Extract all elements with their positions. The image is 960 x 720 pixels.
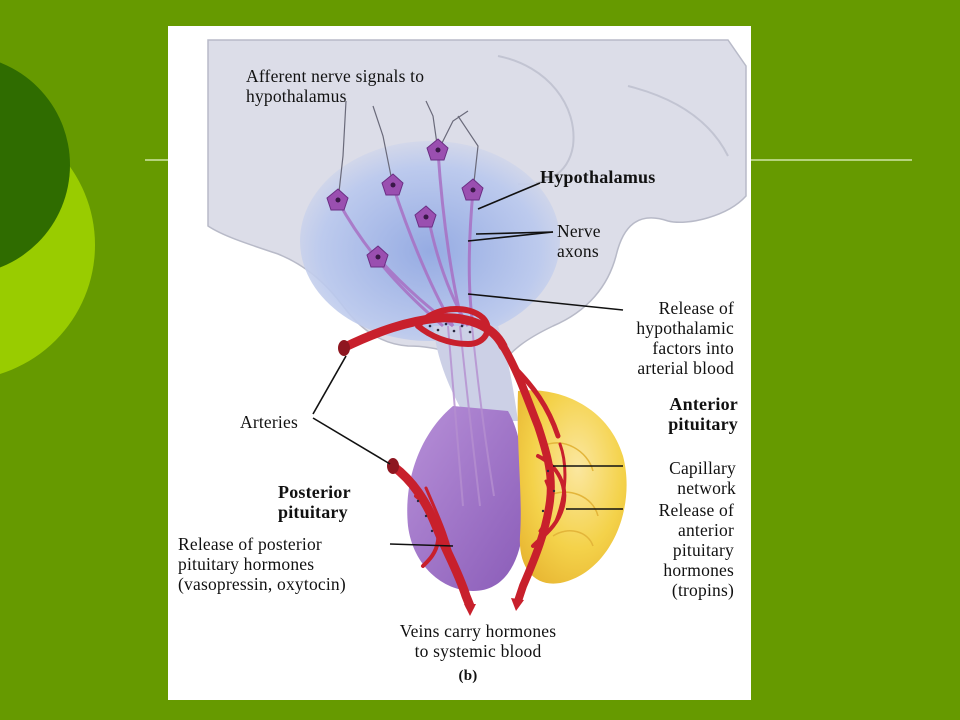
label-anterior-pituitary: Anterior pituitary bbox=[668, 394, 738, 434]
diagram-panel: Afferent nerve signals to hypothalamus H… bbox=[168, 26, 751, 700]
leader-lines bbox=[312, 182, 624, 547]
label-release-posterior: Release of posterior pituitary hormones … bbox=[178, 534, 346, 594]
label-posterior-pituitary: Posterior pituitary bbox=[278, 482, 351, 522]
leader-release-hypothalamic bbox=[467, 293, 624, 311]
label-afferent-signals: Afferent nerve signals to hypothalamus bbox=[246, 66, 425, 106]
leader-arteries bbox=[312, 355, 347, 415]
infundibulum-stalk bbox=[433, 326, 518, 421]
vein-outflow-arrow bbox=[464, 604, 476, 616]
artery-cut-end bbox=[387, 458, 399, 474]
portal-vein-branch bbox=[510, 363, 561, 439]
capillary-network bbox=[538, 479, 552, 533]
brain-fold bbox=[497, 55, 575, 186]
posterior-capillary bbox=[424, 486, 455, 568]
portal-loop bbox=[415, 305, 491, 348]
stalk-axons bbox=[447, 325, 495, 507]
leader-nerve-axons bbox=[467, 231, 554, 242]
leader-hypothalamus bbox=[477, 182, 541, 210]
label-release-anterior: Release of anterior pituitary hormones (… bbox=[658, 500, 734, 600]
artery-cut-end bbox=[338, 340, 350, 356]
vein-outflow-arrow bbox=[511, 598, 524, 611]
label-capillary-network: Capillary network bbox=[669, 458, 736, 498]
leader-nerve-axons bbox=[475, 231, 554, 235]
label-panel-b: (b) bbox=[458, 668, 478, 684]
pituitary-diagram bbox=[207, 39, 747, 616]
label-nerve-axons: Nerve axons bbox=[557, 221, 601, 261]
blood-vessels bbox=[338, 305, 567, 611]
label-veins: Veins carry hormones to systemic blood bbox=[399, 621, 557, 661]
hypothalamus-region bbox=[300, 141, 560, 341]
afferent-fibers bbox=[337, 100, 479, 202]
label-hypothalamus: Hypothalamus bbox=[540, 167, 656, 187]
leader-release-posterior bbox=[389, 543, 454, 547]
posterior-capillary bbox=[414, 494, 441, 568]
portal-vein bbox=[499, 342, 555, 605]
capillary-network bbox=[531, 454, 567, 548]
leader-arteries bbox=[312, 417, 391, 465]
capillary-network bbox=[554, 442, 567, 523]
secretion-dots bbox=[416, 322, 556, 533]
label-release-hypothalamic: Release of hypothalamic factors into art… bbox=[636, 298, 734, 378]
decor-circle-dark bbox=[0, 62, 70, 268]
brain-fold bbox=[627, 85, 729, 157]
label-arteries: Arteries bbox=[240, 412, 298, 432]
